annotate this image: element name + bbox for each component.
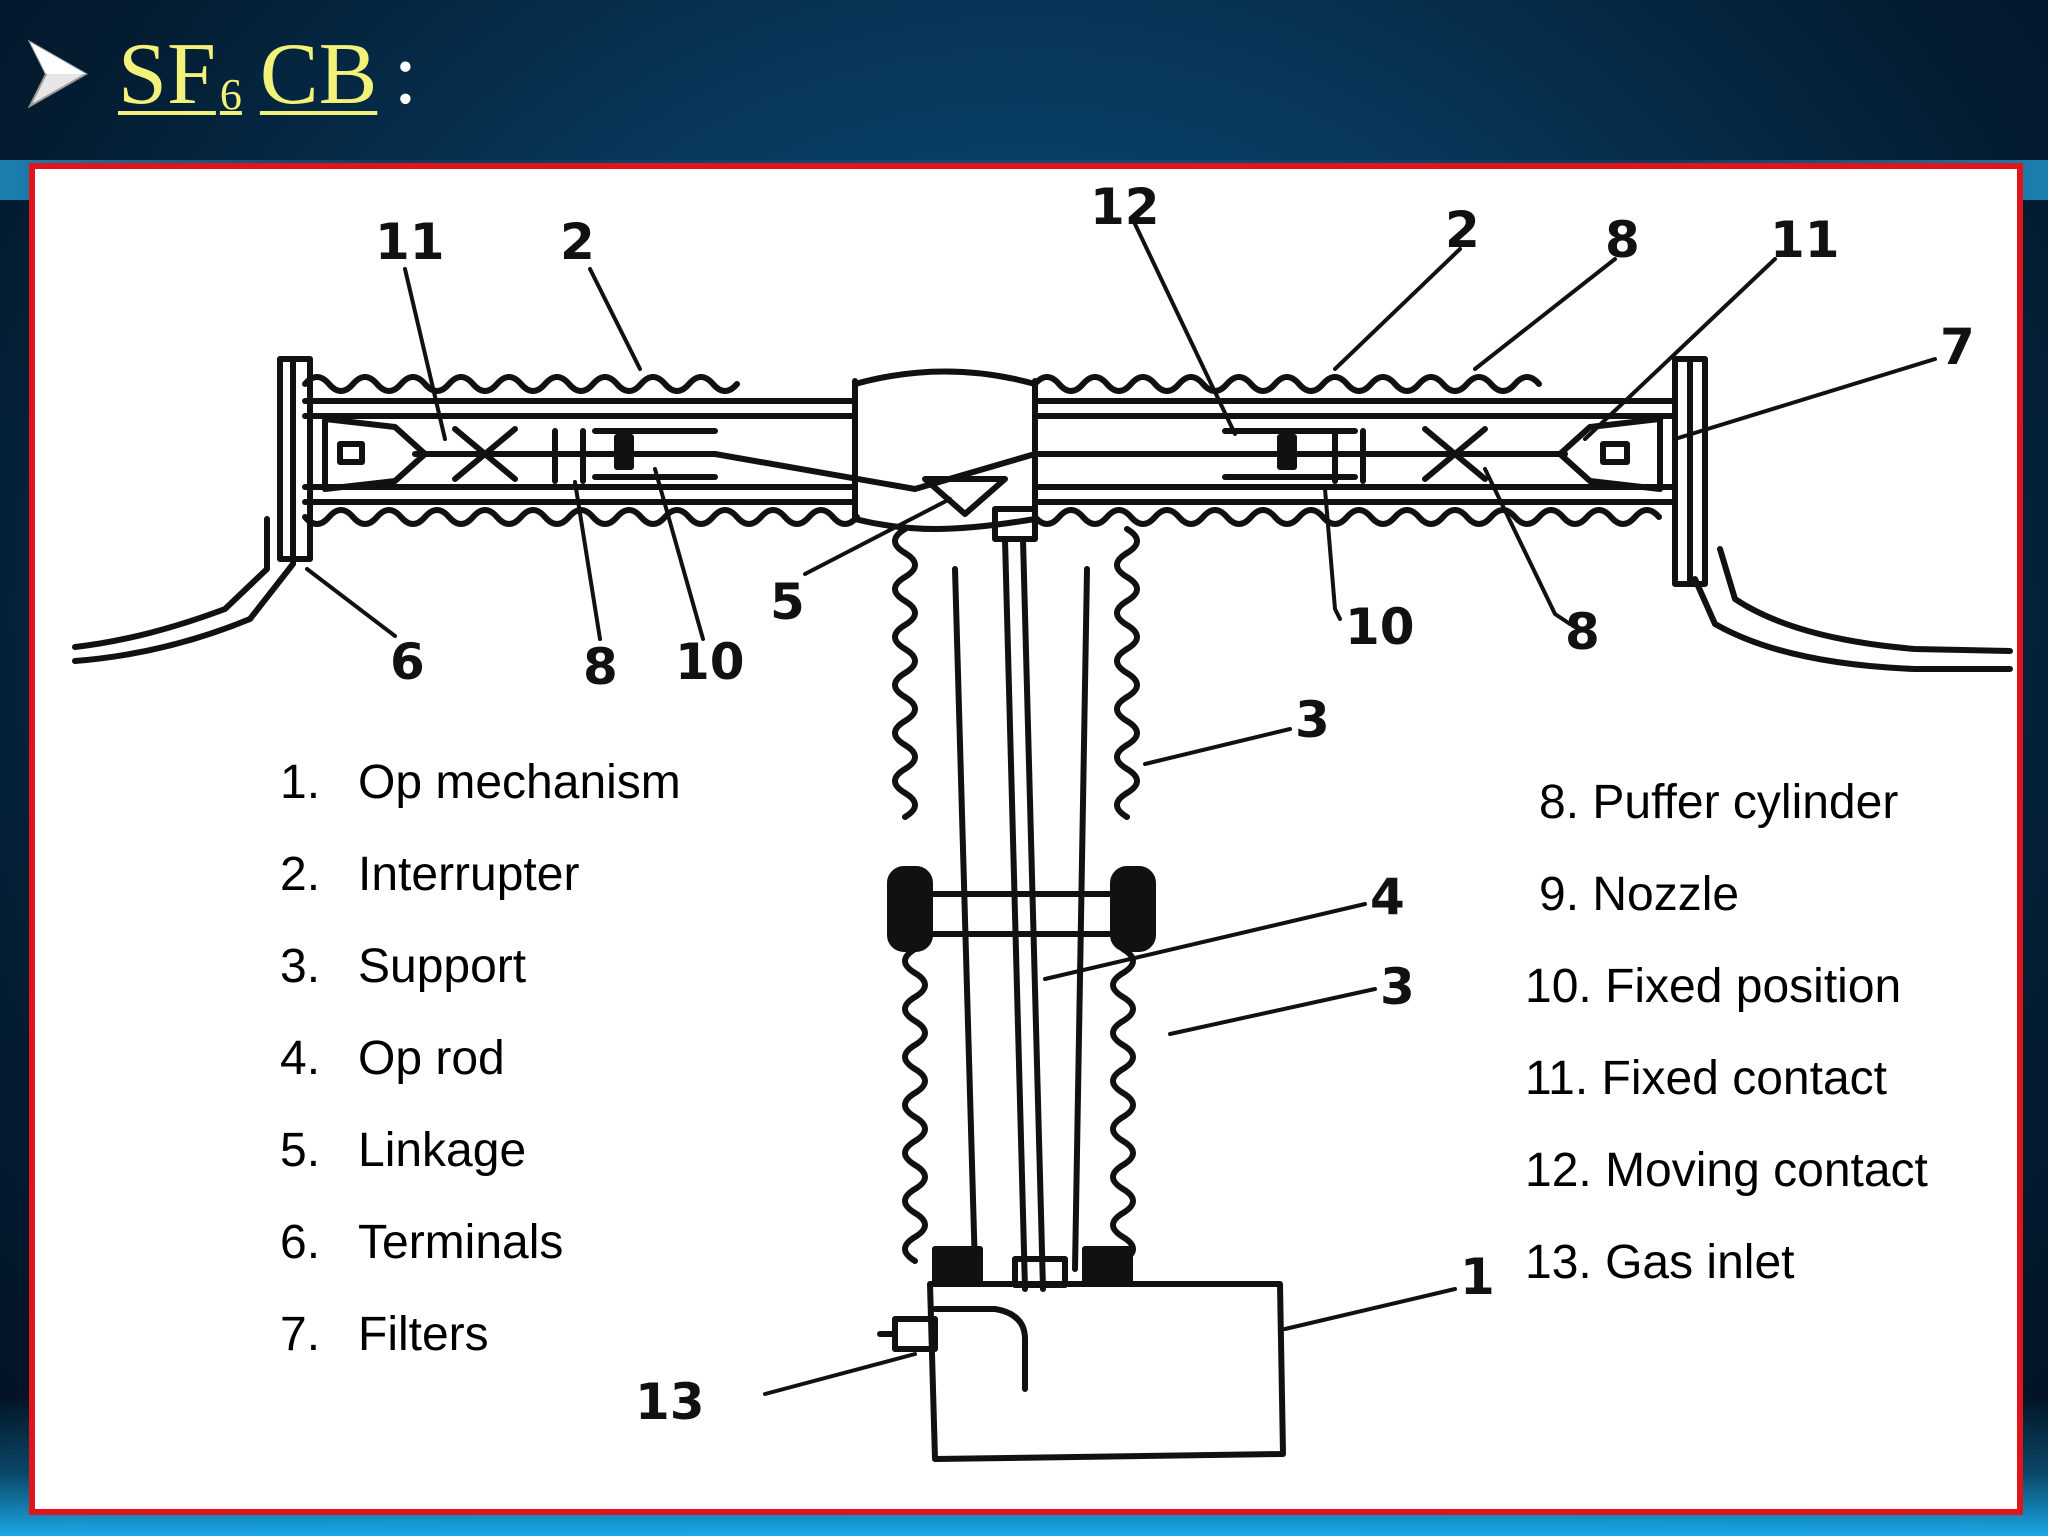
legend-item: 12. Moving contact xyxy=(1525,1144,1928,1197)
legend-number: 6. xyxy=(280,1216,321,1269)
title-sf: SF xyxy=(118,25,216,123)
center-head xyxy=(712,368,1038,532)
callout-10-left: 10 xyxy=(675,633,745,691)
callout-13: 13 xyxy=(635,1373,705,1431)
legend-label: Filters xyxy=(358,1308,489,1361)
legend-label: Support xyxy=(358,940,527,993)
callout-labels: 11 2 12 2 8 11 7 5 6 8 10 10 8 3 4 3 1 1… xyxy=(375,178,1975,1431)
callout-2-right: 2 xyxy=(1445,201,1480,259)
leader-lines xyxy=(305,222,1937,1396)
title-colon: : xyxy=(393,25,418,123)
legend-right: 8. Puffer cylinder 9. Nozzle 10. Fixed p… xyxy=(1525,773,1985,1293)
left-interrupter xyxy=(72,356,860,664)
callout-8-left: 8 xyxy=(583,638,618,696)
callout-6: 6 xyxy=(390,633,425,691)
callout-4: 4 xyxy=(1370,868,1405,926)
slide-header: SF6 CB : xyxy=(24,14,418,134)
legend-item: 9. Nozzle xyxy=(1539,868,1740,921)
legend-label: Linkage xyxy=(358,1124,527,1177)
right-interrupter xyxy=(1032,356,2013,672)
op-mechanism-box xyxy=(877,1281,1286,1462)
slide-title-main: SF6 CB xyxy=(118,24,377,125)
callout-1: 1 xyxy=(1460,1248,1495,1306)
legend-number: 7. xyxy=(280,1308,321,1361)
callout-12: 12 xyxy=(1090,178,1160,236)
callout-10-right: 10 xyxy=(1345,598,1415,656)
title-cb: CB xyxy=(259,25,378,123)
slide-title: SF6 CB : xyxy=(118,24,418,125)
legend-number: 3. xyxy=(280,940,321,993)
legend-left: 1. Op mechanism 2. Interrupter 3. Support 4… xyxy=(280,753,800,1361)
legend-item: 11. Fixed contact xyxy=(1525,1052,1887,1105)
legend-item: 8. Puffer cylinder xyxy=(1539,776,1899,829)
sf6-circuit-breaker-diagram: 11 2 12 2 8 11 7 5 6 8 10 10 8 3 4 3 1 1… xyxy=(72,178,2013,1462)
legend-item: 13. Gas inlet xyxy=(1525,1236,1795,1289)
callout-3-top: 3 xyxy=(1295,691,1330,749)
callout-3-bottom: 3 xyxy=(1380,958,1415,1016)
legend-label: Terminals xyxy=(358,1216,564,1269)
callout-11-left: 11 xyxy=(375,213,445,271)
diagram-frame: 11 2 12 2 8 11 7 5 6 8 10 10 8 3 4 3 1 1… xyxy=(29,163,2023,1515)
callout-11-right: 11 xyxy=(1770,211,1840,269)
callout-8-top: 8 xyxy=(1605,211,1640,269)
callout-5: 5 xyxy=(770,573,805,631)
legend-label: Op rod xyxy=(358,1032,505,1085)
legend-number: 1. xyxy=(280,756,321,809)
legend-number: 2. xyxy=(280,848,321,901)
callout-7: 7 xyxy=(1940,318,1975,376)
legend-item: 10. Fixed position xyxy=(1525,960,1902,1013)
callout-2-left: 2 xyxy=(560,213,595,271)
legend-label: Interrupter xyxy=(358,848,580,901)
callout-8-right: 8 xyxy=(1565,603,1600,661)
legend-number: 4. xyxy=(280,1032,321,1085)
legend-number: 5. xyxy=(280,1124,321,1177)
title-subscript: 6 xyxy=(219,69,242,119)
support-column xyxy=(887,506,1156,1292)
legend-label: Op mechanism xyxy=(358,756,681,809)
arrow-bullet-icon xyxy=(27,39,89,109)
